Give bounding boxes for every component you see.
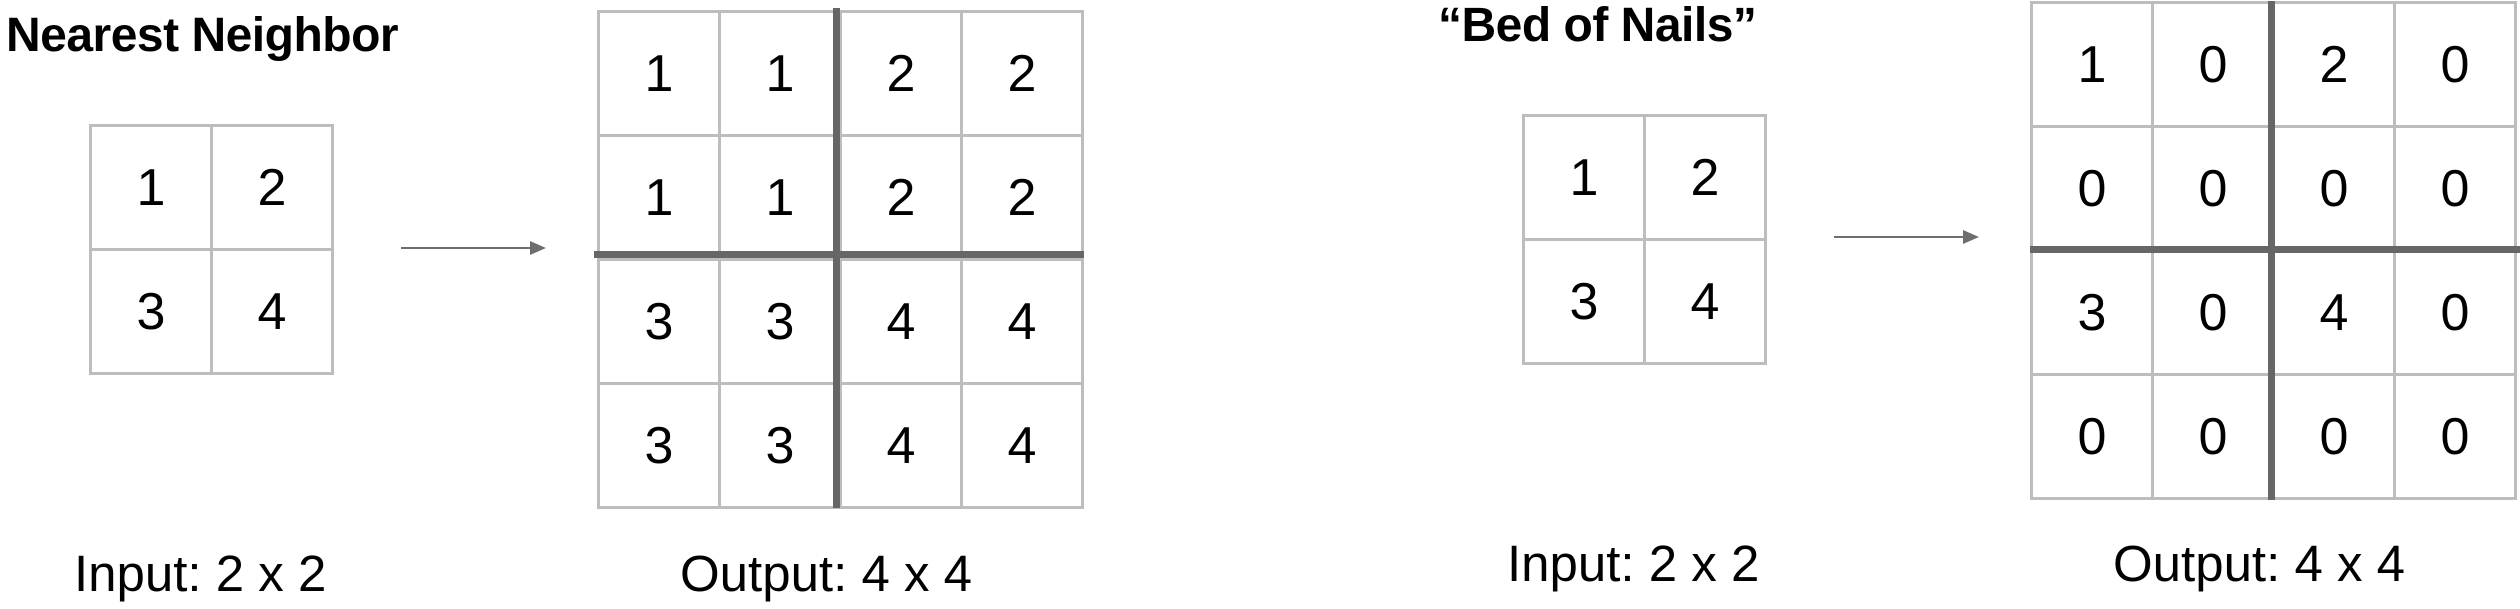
input-cell: 2 <box>1646 117 1767 241</box>
right-arrow-icon <box>401 241 546 255</box>
output-cell: 0 <box>2396 252 2517 376</box>
input-cell: 2 <box>213 127 334 251</box>
output-cell: 3 <box>2033 252 2154 376</box>
output-cell: 4 <box>842 385 963 509</box>
output-cell: 1 <box>600 13 721 137</box>
input-cell: 3 <box>1525 241 1646 365</box>
output-cell: 0 <box>2033 128 2154 252</box>
output-cell: 1 <box>2033 4 2154 128</box>
output-cell: 0 <box>2275 128 2396 252</box>
input-cell: 4 <box>213 251 334 375</box>
output-cell: 0 <box>2154 252 2275 376</box>
output-cell: 1 <box>721 13 842 137</box>
output-cell: 0 <box>2396 4 2517 128</box>
output-cell: 3 <box>721 261 842 385</box>
output-cell: 0 <box>2154 4 2275 128</box>
output-cell: 2 <box>842 13 963 137</box>
output-cell: 2 <box>963 137 1084 261</box>
output-cell: 2 <box>2275 4 2396 128</box>
output-cell: 1 <box>721 137 842 261</box>
output-cell: 0 <box>2275 376 2396 500</box>
quadrant-divider-vertical <box>833 8 840 508</box>
bed-of-nails-output-caption: Output: 4 x 4 <box>2113 535 2406 592</box>
bed-of-nails-input-grid: 1 2 3 4 <box>1522 114 1767 365</box>
quadrant-divider-horizontal <box>594 251 1084 258</box>
output-cell: 3 <box>600 385 721 509</box>
nearest-neighbor-output-grid: 1 1 2 2 1 1 2 2 3 3 4 4 3 3 4 4 <box>597 10 1084 509</box>
nearest-neighbor-input-caption: Input: 2 x 2 <box>74 545 327 602</box>
nearest-neighbor-output-caption: Output: 4 x 4 <box>680 545 973 602</box>
input-cell: 4 <box>1646 241 1767 365</box>
output-cell: 3 <box>600 261 721 385</box>
bed-of-nails-output-grid: 1 0 2 0 0 0 0 0 3 0 4 0 0 0 0 0 <box>2030 1 2517 500</box>
output-cell: 0 <box>2033 376 2154 500</box>
output-cell: 0 <box>2396 128 2517 252</box>
right-arrow-icon <box>1834 230 1979 244</box>
output-cell: 0 <box>2154 128 2275 252</box>
output-cell: 2 <box>842 137 963 261</box>
quadrant-divider-horizontal <box>2030 246 2520 253</box>
output-cell: 2 <box>963 13 1084 137</box>
output-cell: 4 <box>963 261 1084 385</box>
output-cell: 4 <box>842 261 963 385</box>
output-cell: 0 <box>2154 376 2275 500</box>
input-cell: 1 <box>1525 117 1646 241</box>
nearest-neighbor-title: Nearest Neighbor <box>6 9 399 62</box>
output-cell: 4 <box>963 385 1084 509</box>
output-cell: 1 <box>600 137 721 261</box>
input-cell: 1 <box>92 127 213 251</box>
output-cell: 4 <box>2275 252 2396 376</box>
nearest-neighbor-input-grid: 1 2 3 4 <box>89 124 334 375</box>
output-cell: 3 <box>721 385 842 509</box>
input-cell: 3 <box>92 251 213 375</box>
output-cell: 0 <box>2396 376 2517 500</box>
bed-of-nails-input-caption: Input: 2 x 2 <box>1507 535 1760 592</box>
bed-of-nails-title: “Bed of Nails” <box>1438 0 1757 52</box>
